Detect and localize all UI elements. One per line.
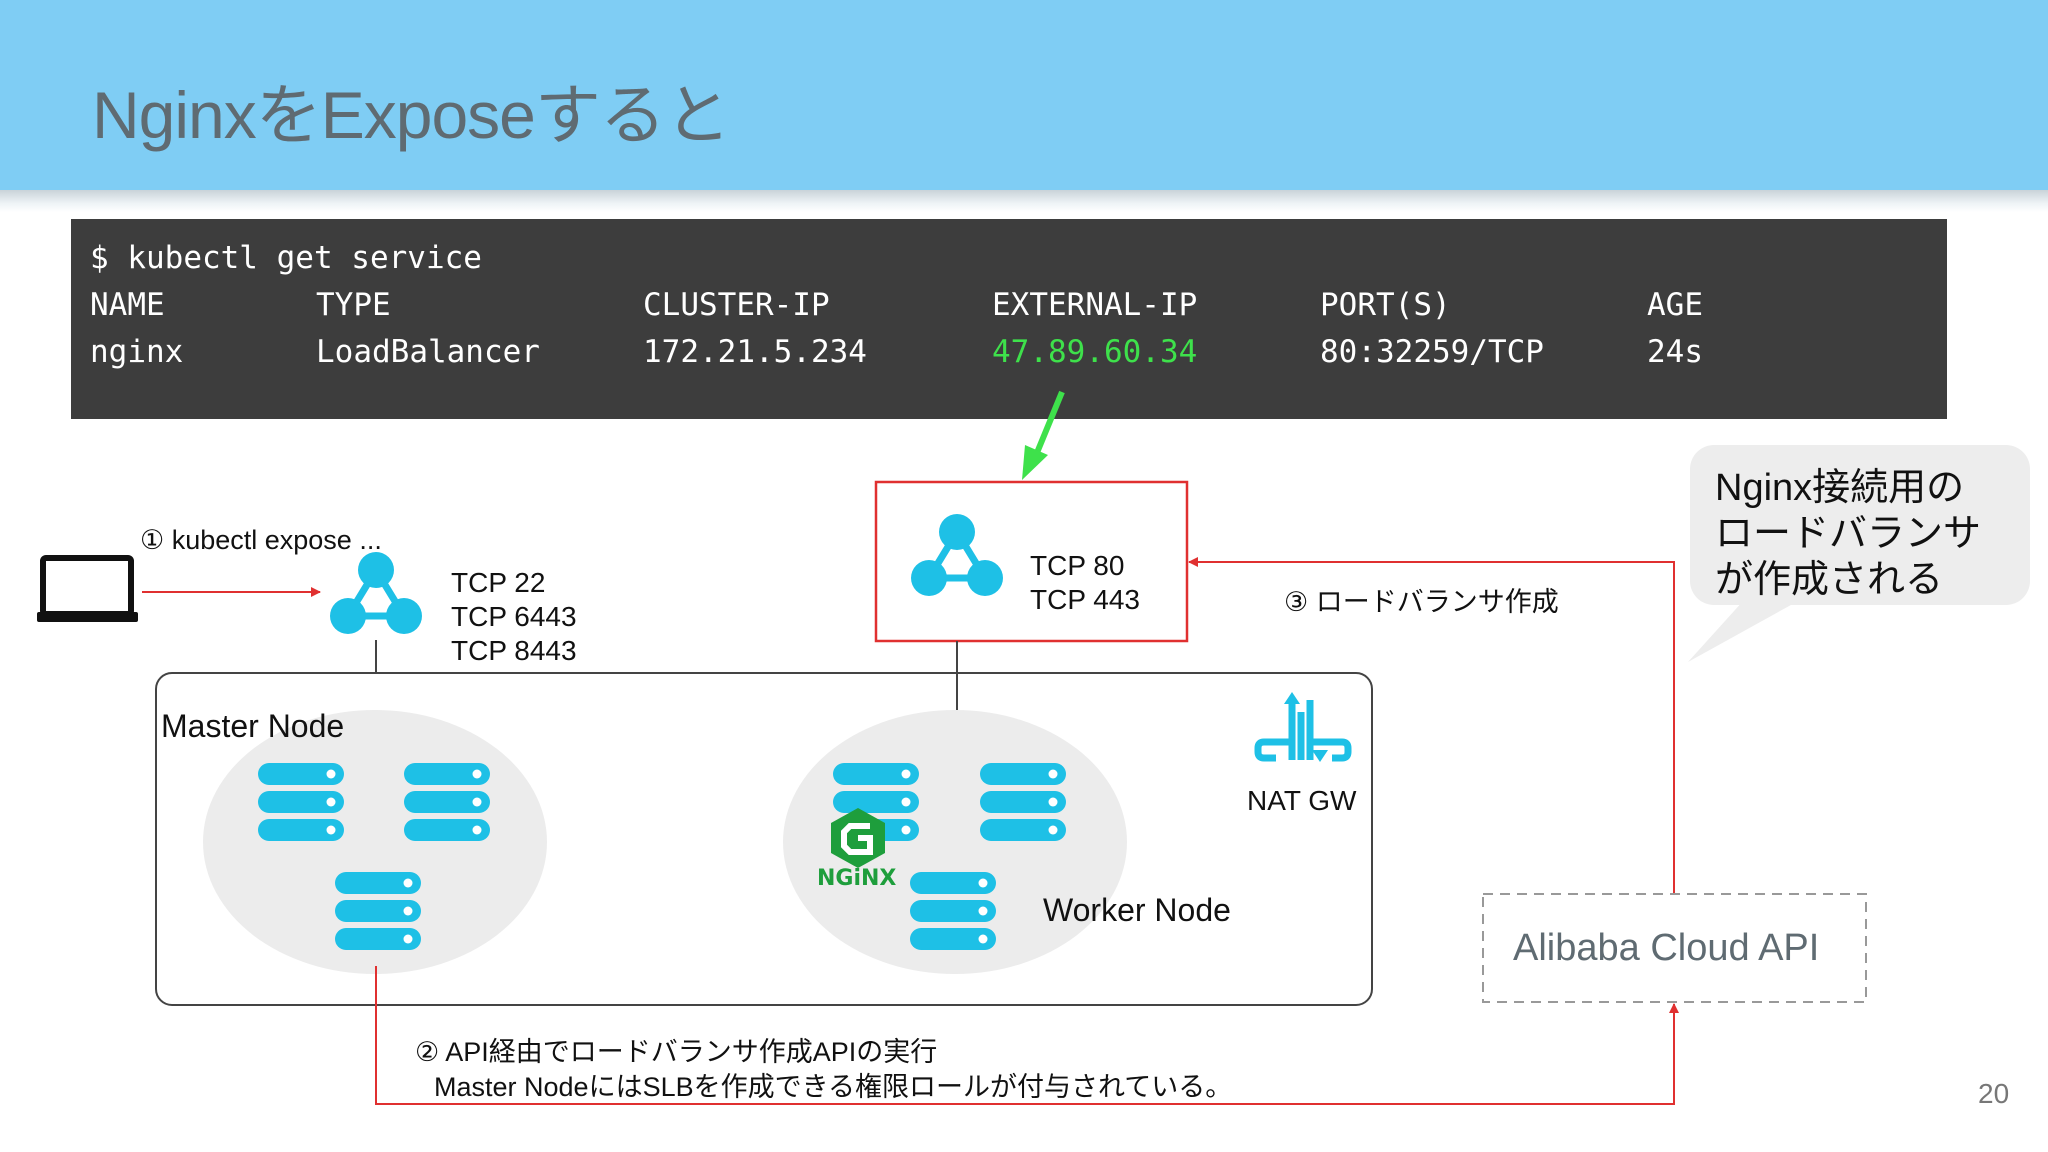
load-balancer-icon xyxy=(911,514,1003,596)
step2-line-2: Master NodeにはSLBを作成できる権限ロールが付与されている。 xyxy=(434,1072,1233,1102)
col-header-type: TYPE xyxy=(316,287,391,323)
created-lb-box xyxy=(874,480,1189,643)
callout-line-2: ロードバランサ xyxy=(1715,513,1982,555)
row-cluster-ip: 172.21.5.234 xyxy=(643,334,867,370)
lb-port-443: TCP 443 xyxy=(1030,584,1140,615)
nat-gateway-icon xyxy=(1254,692,1352,762)
master-port-6443: TCP 6443 xyxy=(451,601,577,632)
cluster-container xyxy=(155,672,1373,1006)
create-lb-arrow xyxy=(1188,557,1675,893)
server-icon xyxy=(980,763,1066,841)
server-icon xyxy=(404,763,490,841)
server-icon xyxy=(258,763,344,841)
terminal-panel xyxy=(71,219,1947,419)
col-header-name: NAME xyxy=(90,287,165,323)
row-age: 24s xyxy=(1647,334,1703,370)
worker-node-label: Worker Node xyxy=(1043,892,1231,928)
col-header-age: AGE xyxy=(1647,287,1703,323)
callout-bubble xyxy=(1688,445,2030,662)
col-header-ports: PORT(S) xyxy=(1320,287,1451,323)
row-name: nginx xyxy=(90,334,184,370)
slide-title: NginxをExposeすると xyxy=(92,78,731,152)
api-call-arrow xyxy=(375,966,1679,1105)
row-external-ip: 47.89.60.34 xyxy=(992,334,1198,370)
col-header-cluster-ip: CLUSTER-IP xyxy=(643,287,830,323)
header-shadow xyxy=(0,190,2048,212)
row-ports: 80:32259/TCP xyxy=(1320,334,1544,370)
server-icon xyxy=(335,872,421,950)
terminal-command: $ kubectl get service xyxy=(90,240,482,276)
server-icon xyxy=(910,872,996,950)
laptop-icon xyxy=(37,555,138,622)
slide-header xyxy=(0,0,2048,190)
load-balancer-icon xyxy=(330,552,422,634)
nat-gw-label: NAT GW xyxy=(1247,785,1357,816)
master-port-8443: TCP 8443 xyxy=(451,635,577,666)
callout-line-3: が作成される xyxy=(1715,559,1944,601)
external-ip-pointer-arrow xyxy=(1022,390,1065,480)
step1-label: ① kubectl expose ... xyxy=(140,525,382,555)
nginx-logo: NGiNX xyxy=(817,808,896,891)
step3-label: ③ ロードバランサ作成 xyxy=(1284,587,1559,617)
row-type: LoadBalancer xyxy=(316,334,540,370)
step2-line-1: ② API経由でロードバランサ作成APIの実行 xyxy=(415,1037,938,1067)
cloud-api-label: Alibaba Cloud API xyxy=(1513,927,1820,969)
callout-line-1: Nginx接続用の xyxy=(1715,467,1965,509)
cloud-api-box xyxy=(1482,893,1867,1003)
master-node-label: Master Node xyxy=(161,708,345,744)
master-port-22: TCP 22 xyxy=(451,567,546,598)
nginx-logo-text: NGiNX xyxy=(817,866,896,891)
page-number: 20 xyxy=(1978,1078,2010,1109)
col-header-external-ip: EXTERNAL-IP xyxy=(992,287,1198,323)
lb-port-80: TCP 80 xyxy=(1030,550,1125,581)
